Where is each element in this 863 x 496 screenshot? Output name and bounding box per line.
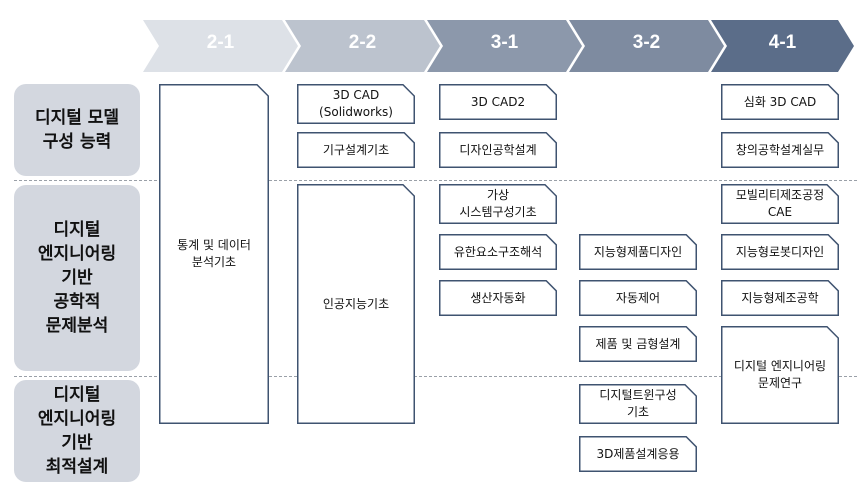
stage-label-4-1: 4-1 (768, 32, 797, 53)
course-label: 디지털트윈구성 기초 (599, 388, 677, 419)
stage-arrow-2-2 (285, 20, 440, 72)
course-box (579, 384, 697, 424)
course-fea-structural: 유한요소구조해석 (439, 234, 557, 270)
course-smart-product-design: 지능형제품디자인 (579, 234, 697, 270)
course-box (579, 234, 697, 270)
course-label: 모빌리티제조공정 CAE (735, 188, 825, 219)
course-label: 3D CAD (Solidworks) (319, 88, 393, 119)
course-production-automation: 생산자동화 (439, 280, 557, 316)
course-box-outline (159, 84, 269, 424)
course-label: 3D제품설계응용 (596, 446, 680, 461)
course-digital-twin-basics: 디지털트윈구성 기초 (579, 384, 697, 424)
course-box-outline (721, 234, 839, 270)
course-3d-cad-solidworks: 3D CAD (Solidworks) (297, 84, 415, 124)
course-label: 통계 및 데이터 분석기초 (177, 238, 251, 269)
course-box (579, 436, 697, 472)
course-ai-basics: 인공지능기초 (297, 184, 415, 424)
course-label: 인공지능기초 (322, 296, 390, 311)
course-box (297, 132, 415, 168)
course-stats-data-basics: 통계 및 데이터 분석기초 (159, 84, 269, 424)
course-box (721, 326, 839, 424)
course-box (721, 280, 839, 316)
competency-label-digital-model: 디지털 모델 구성 능력 (14, 84, 140, 176)
course-creative-engineering-practice: 창의공학설계실무 (721, 132, 839, 168)
course-label: 생산자동화 (470, 290, 526, 305)
course-label: 심화 3D CAD (743, 94, 817, 109)
course-box-outline (721, 84, 839, 120)
course-box (439, 280, 557, 316)
competency-label-problem-analysis: 디지털 엔지니어링 기반 공학적 문제분석 (14, 185, 140, 371)
course-box (159, 84, 269, 424)
stage-arrow-4-1 (711, 20, 854, 72)
course-product-mold-design: 제품 및 금형설계 (579, 326, 697, 362)
course-box (439, 84, 557, 120)
course-3d-product-design-app: 3D제품설계응용 (579, 436, 697, 472)
stage-arrow-3-1 (427, 20, 582, 72)
course-mobility-manufacturing-cae: 모빌리티제조공정 CAE (721, 184, 839, 224)
stage-arrow-2-1 (143, 20, 298, 72)
course-virtual-system-basics: 가상 시스템구성기초 (439, 184, 557, 224)
course-label: 3D CAD2 (470, 94, 526, 109)
course-box-outline (721, 280, 839, 316)
course-smart-robot-design: 지능형로봇디자인 (721, 234, 839, 270)
course-box (579, 280, 697, 316)
course-label: 유한요소구조해석 (453, 244, 543, 259)
course-label: 기구설계기초 (322, 142, 390, 157)
course-box-outline (297, 132, 415, 168)
course-box-outline (297, 84, 415, 124)
course-box (721, 132, 839, 168)
course-label: 가상 시스템구성기초 (459, 188, 537, 219)
course-box-outline (579, 326, 697, 362)
course-label: 지능형로봇디자인 (735, 244, 825, 259)
course-design-engineering: 디자인공학설계 (439, 132, 557, 168)
row-divider (14, 180, 857, 181)
stage-label-2-1: 2-1 (206, 32, 235, 53)
course-digital-engineering-research: 디지털 엔지니어링 문제연구 (721, 326, 839, 424)
course-box-outline (721, 184, 839, 224)
course-label: 자동제어 (615, 290, 661, 305)
course-smart-manufacturing-eng: 지능형제조공학 (721, 280, 839, 316)
course-box-outline (439, 280, 557, 316)
course-label: 디지털 엔지니어링 문제연구 (733, 359, 827, 390)
course-box (439, 132, 557, 168)
semester-arrow-header (143, 20, 854, 72)
stage-arrow-3-2 (569, 20, 724, 72)
stage-label-2-2: 2-2 (348, 32, 377, 53)
course-box-outline (579, 384, 697, 424)
course-label: 디자인공학설계 (459, 142, 537, 157)
competency-label-optimal-design: 디지털 엔지니어링 기반 최적설계 (14, 380, 140, 482)
course-label: 지능형제조공학 (741, 290, 819, 305)
course-3d-cad2: 3D CAD2 (439, 84, 557, 120)
course-mechanism-design-basics: 기구설계기초 (297, 132, 415, 168)
row-divider (14, 376, 857, 377)
course-box-outline (579, 436, 697, 472)
stage-label-3-1: 3-1 (490, 32, 519, 53)
course-label: 창의공학설계실무 (735, 142, 825, 157)
course-box (721, 184, 839, 224)
course-box-outline (439, 132, 557, 168)
course-box-outline (439, 184, 557, 224)
course-box (439, 234, 557, 270)
course-advanced-3d-cad: 심화 3D CAD (721, 84, 839, 120)
course-box (297, 184, 415, 424)
course-box-outline (579, 234, 697, 270)
course-box-outline (439, 234, 557, 270)
course-box (721, 84, 839, 120)
course-box (297, 84, 415, 124)
course-box (579, 326, 697, 362)
course-box-outline (721, 132, 839, 168)
course-box-outline (721, 326, 839, 424)
course-label: 지능형제품디자인 (593, 244, 683, 259)
stage-label-3-2: 3-2 (632, 32, 661, 53)
course-box-outline (579, 280, 697, 316)
course-box (439, 184, 557, 224)
course-box-outline (297, 184, 415, 424)
course-box (721, 234, 839, 270)
course-label: 제품 및 금형설계 (595, 336, 681, 351)
course-box-outline (439, 84, 557, 120)
course-automatic-control: 자동제어 (579, 280, 697, 316)
